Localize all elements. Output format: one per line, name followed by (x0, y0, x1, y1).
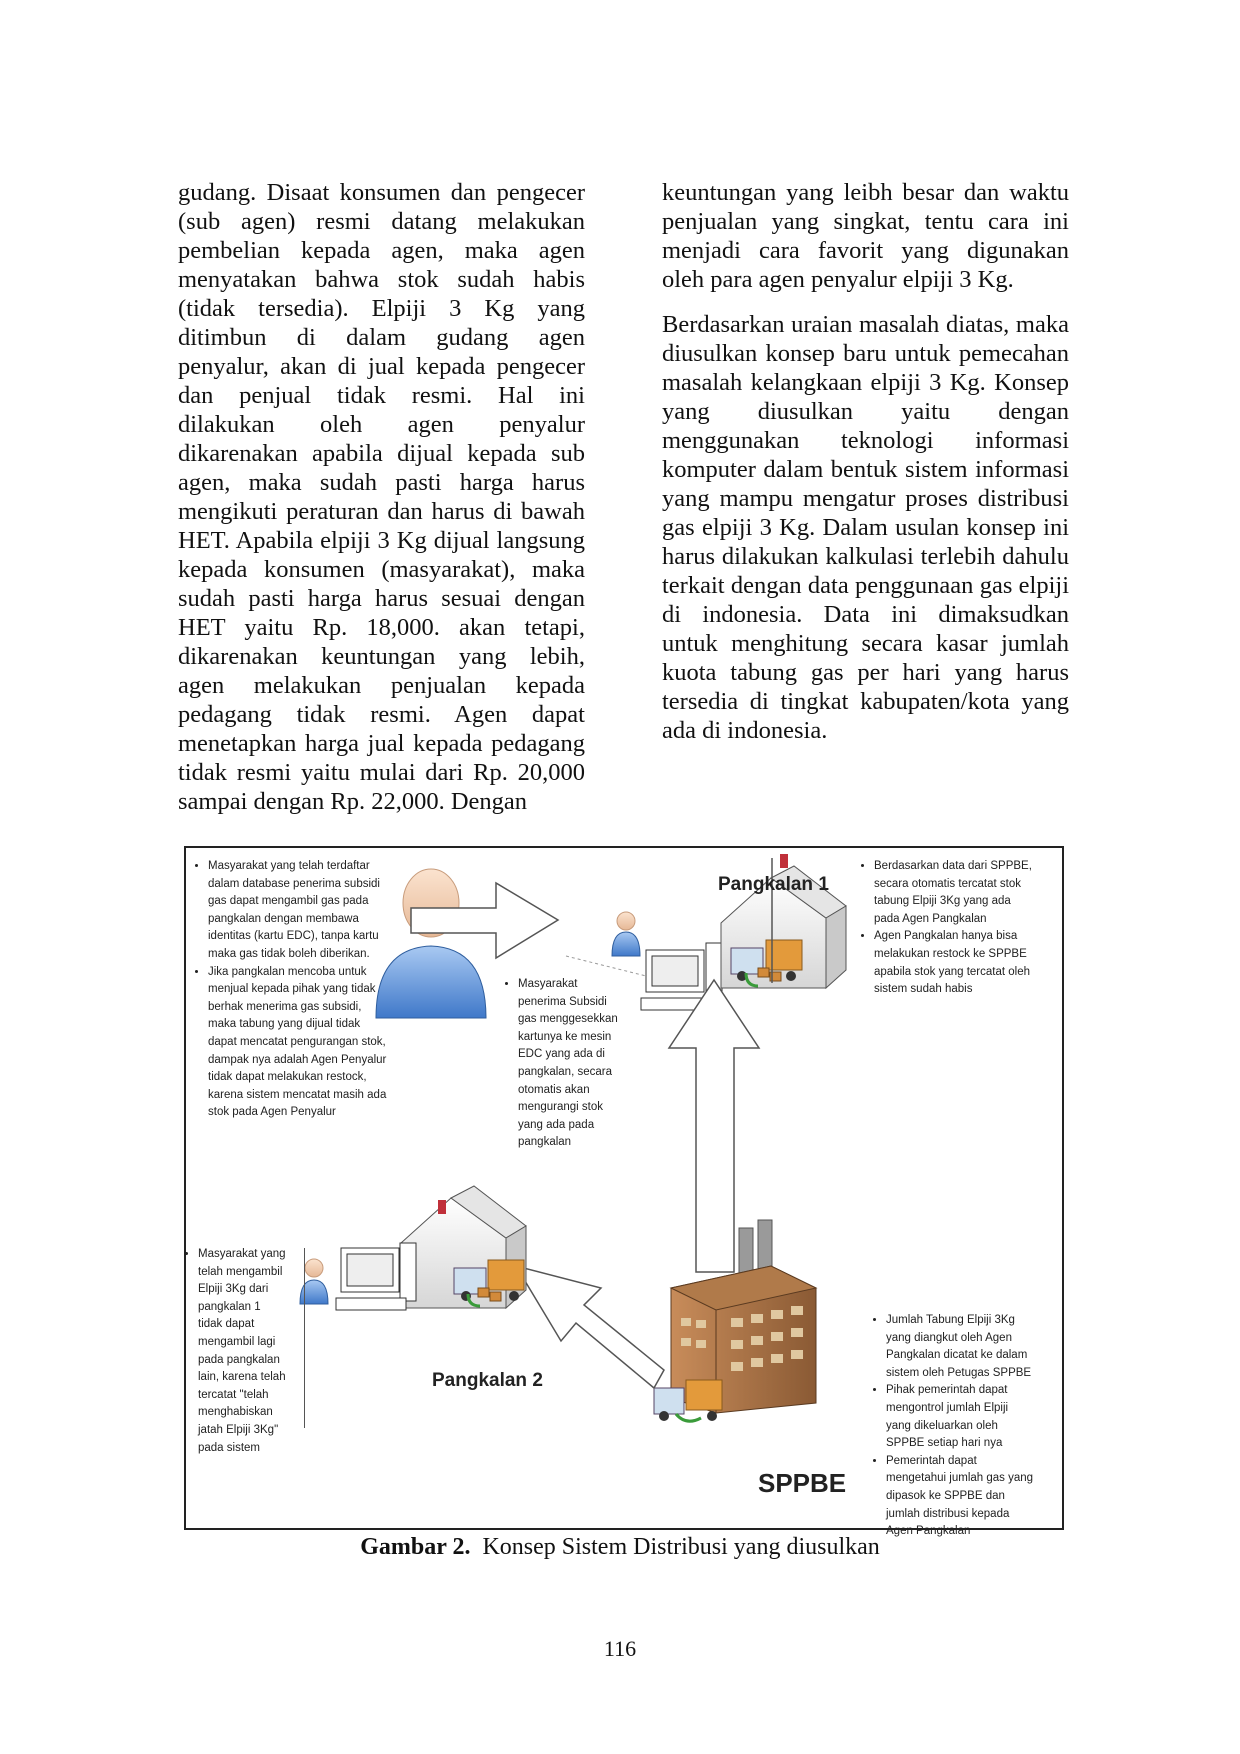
person-icon (375, 868, 487, 1019)
person-icon (611, 911, 641, 957)
note-item: Masyarakat yang telah mengambil Elpiji 3… (198, 1246, 286, 1457)
right-column: keuntungan yang leibh besar dan waktu pe… (662, 178, 1069, 761)
note-item: Jumlah Tabung Elpiji 3Kg yang diangkut o… (886, 1312, 1034, 1382)
right-paragraph-1: keuntungan yang leibh besar dan waktu pe… (662, 179, 1069, 293)
note-item: Agen Pangkalan hanya bisa melakukan rest… (874, 928, 1034, 998)
computer-icon (335, 1242, 417, 1311)
left-column: gudang. Disaat konsumen dan pengecer (su… (178, 178, 585, 832)
bracket-line (304, 1248, 305, 1428)
caption-text: Konsep Sistem Distribusi yang diusulkan (482, 1534, 880, 1560)
pangkalan-2-label: Pangkalan 2 (432, 1370, 543, 1391)
truck-icon (453, 1259, 525, 1308)
sppbe-label: SPPBE (758, 1468, 847, 1498)
pangkalan-1-label: Pangkalan 1 (718, 874, 829, 895)
arrow-icon (410, 881, 560, 960)
note-bottom-left: Masyarakat yang telah mengambil Elpiji 3… (188, 1246, 286, 1457)
right-paragraph-2: Berdasarkan uraian masalah diatas, maka … (662, 311, 1069, 744)
note-item: Pemerintah dapat mengetahui jumlah gas y… (886, 1453, 1034, 1541)
note-item: Jika pangkalan mencoba untuk menjual kep… (208, 964, 388, 1122)
page-number: 116 (603, 1636, 637, 1661)
note-item: Masyarakat penerima Subsidi gas menggese… (518, 976, 626, 1152)
arrow-icon (514, 1264, 665, 1390)
note-item: Masyarakat yang telah terdaftar dalam da… (208, 858, 388, 964)
factory-icon (669, 1219, 818, 1414)
note-bottom-right: Jumlah Tabung Elpiji 3Kg yang diangkut o… (866, 1312, 1034, 1541)
note-item: Pihak pemerintah dapat mengontrol jumlah… (886, 1382, 1034, 1452)
arrow-icon (667, 978, 761, 1273)
left-paragraph-1: gudang. Disaat konsumen dan pengecer (su… (178, 179, 585, 815)
note-item: Berdasarkan data dari SPPBE, secara otom… (874, 858, 1034, 928)
figure-illustration (299, 854, 847, 1423)
distribution-concept-figure: Pangkalan 1 Pangkalan 2 SPPBE Masyarakat… (184, 846, 1064, 1537)
note-top-right: Berdasarkan data dari SPPBE, secara otom… (854, 858, 1034, 999)
person-icon (299, 1258, 329, 1305)
note-top-left: Masyarakat yang telah terdaftar dalam da… (188, 858, 388, 1122)
caption-label: Gambar 2. (360, 1534, 471, 1560)
note-middle: Masyarakat penerima Subsidi gas menggese… (508, 976, 626, 1152)
figure-caption: Gambar 2. Konsep Sistem Distribusi yang … (0, 1534, 1240, 1561)
truck-icon (653, 1379, 723, 1423)
